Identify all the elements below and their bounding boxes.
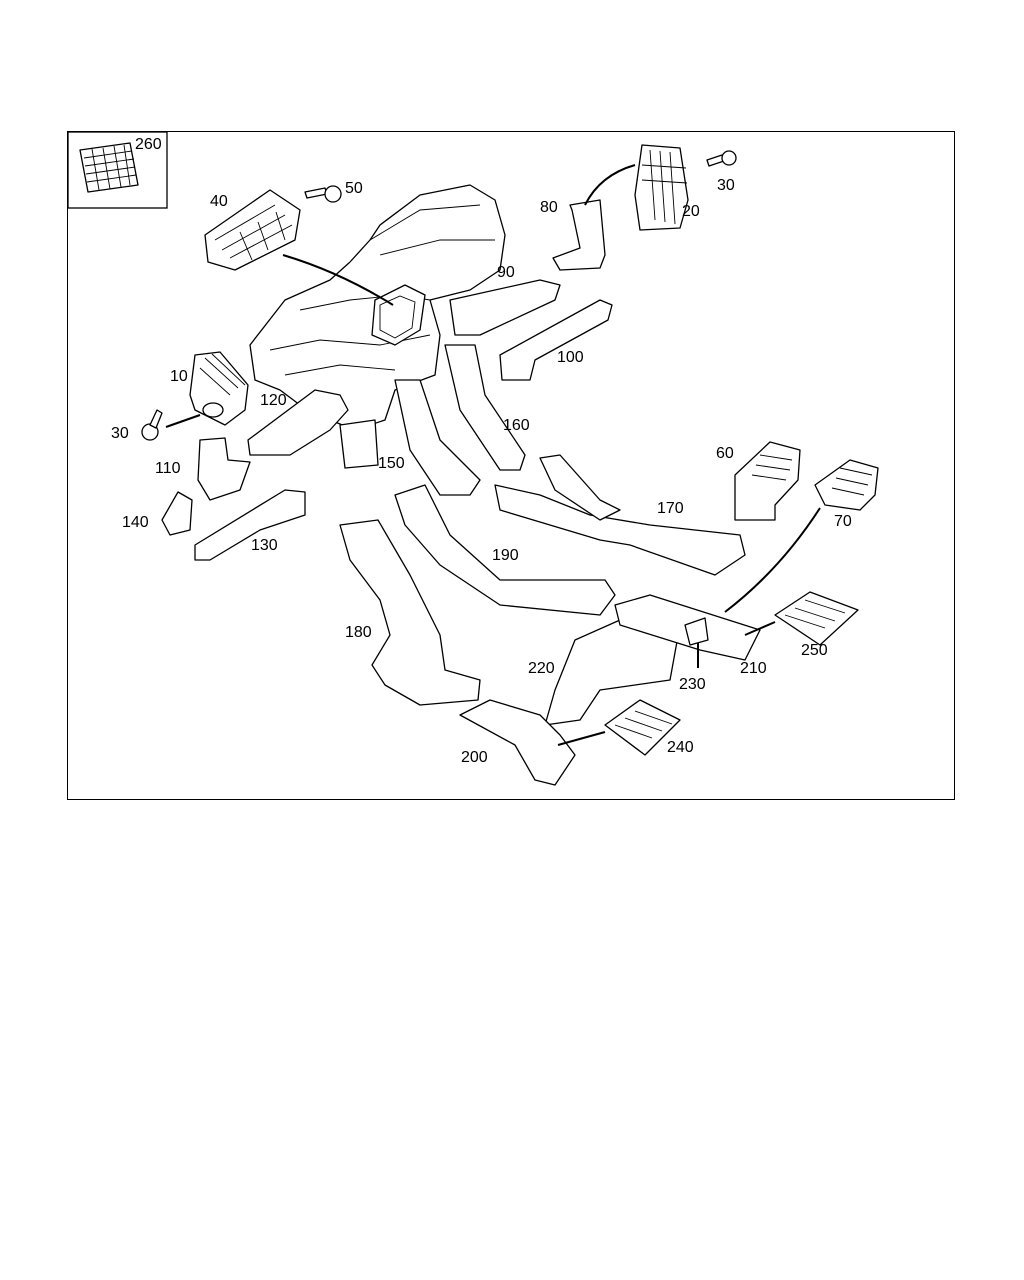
right-vent-icon xyxy=(634,144,689,231)
inset-box xyxy=(67,131,168,209)
screw-50-icon xyxy=(304,185,342,203)
duct-170-icon xyxy=(494,454,746,576)
label-200: 200 xyxy=(461,749,488,766)
label-120: 120 xyxy=(260,392,287,409)
label-240: 240 xyxy=(667,739,694,756)
label-100: 100 xyxy=(557,349,584,366)
leader-250 xyxy=(744,621,776,636)
leader-70 xyxy=(724,507,821,613)
label-60: 60 xyxy=(716,445,734,462)
inset-grille-icon xyxy=(79,142,139,193)
label-70: 70 xyxy=(834,513,852,530)
label-30-right: 30 xyxy=(717,177,735,194)
label-40: 40 xyxy=(210,193,228,210)
duct-90-icon xyxy=(449,279,561,336)
left-vent-icon xyxy=(189,351,249,426)
label-230: 230 xyxy=(679,676,706,693)
label-10: 10 xyxy=(170,368,188,385)
rear-vent-70-icon xyxy=(814,459,879,511)
label-180: 180 xyxy=(345,624,372,641)
label-50: 50 xyxy=(345,180,363,197)
duct-190-icon xyxy=(394,484,616,616)
floor-grille-250-icon xyxy=(774,591,859,646)
label-220: 220 xyxy=(528,660,555,677)
leader-240 xyxy=(557,731,606,746)
seal-230-icon xyxy=(684,617,709,646)
label-80: 80 xyxy=(540,199,558,216)
duct-180-icon xyxy=(339,519,481,706)
grommet-140-icon xyxy=(161,491,193,536)
label-190: 190 xyxy=(492,547,519,564)
diagram-frame xyxy=(67,131,955,800)
label-90: 90 xyxy=(497,264,515,281)
label-210: 210 xyxy=(740,660,767,677)
side-duct-icon xyxy=(552,199,606,271)
center-vent-icon xyxy=(204,189,301,271)
label-250: 250 xyxy=(801,642,828,659)
duct-150-icon xyxy=(394,379,481,496)
label-30-left: 30 xyxy=(111,425,129,442)
duct-120-icon xyxy=(247,389,349,456)
label-160: 160 xyxy=(503,417,530,434)
outlet-200-icon xyxy=(459,699,576,786)
label-150: 150 xyxy=(378,455,405,472)
label-20: 20 xyxy=(682,203,700,220)
leader-80 xyxy=(584,164,636,206)
leader-40 xyxy=(282,254,394,306)
label-130: 130 xyxy=(251,537,278,554)
duct-110-icon xyxy=(197,437,251,501)
screw-30-right-icon xyxy=(706,150,737,167)
label-140: 140 xyxy=(122,514,149,531)
leader-30-left xyxy=(165,414,201,428)
duct-130-icon xyxy=(194,489,306,561)
duct-160-icon xyxy=(444,344,526,471)
part-labels: 260 40 50 80 20 30 90 100 10 120 30 160 … xyxy=(111,136,852,766)
duct-100-icon xyxy=(499,299,613,381)
screw-30-left-icon xyxy=(141,409,163,441)
label-110: 110 xyxy=(155,460,181,477)
label-170: 170 xyxy=(657,500,684,517)
rear-vent-60-icon xyxy=(734,441,801,521)
floor-grille-240-icon xyxy=(604,699,681,756)
label-260: 260 xyxy=(135,136,162,153)
